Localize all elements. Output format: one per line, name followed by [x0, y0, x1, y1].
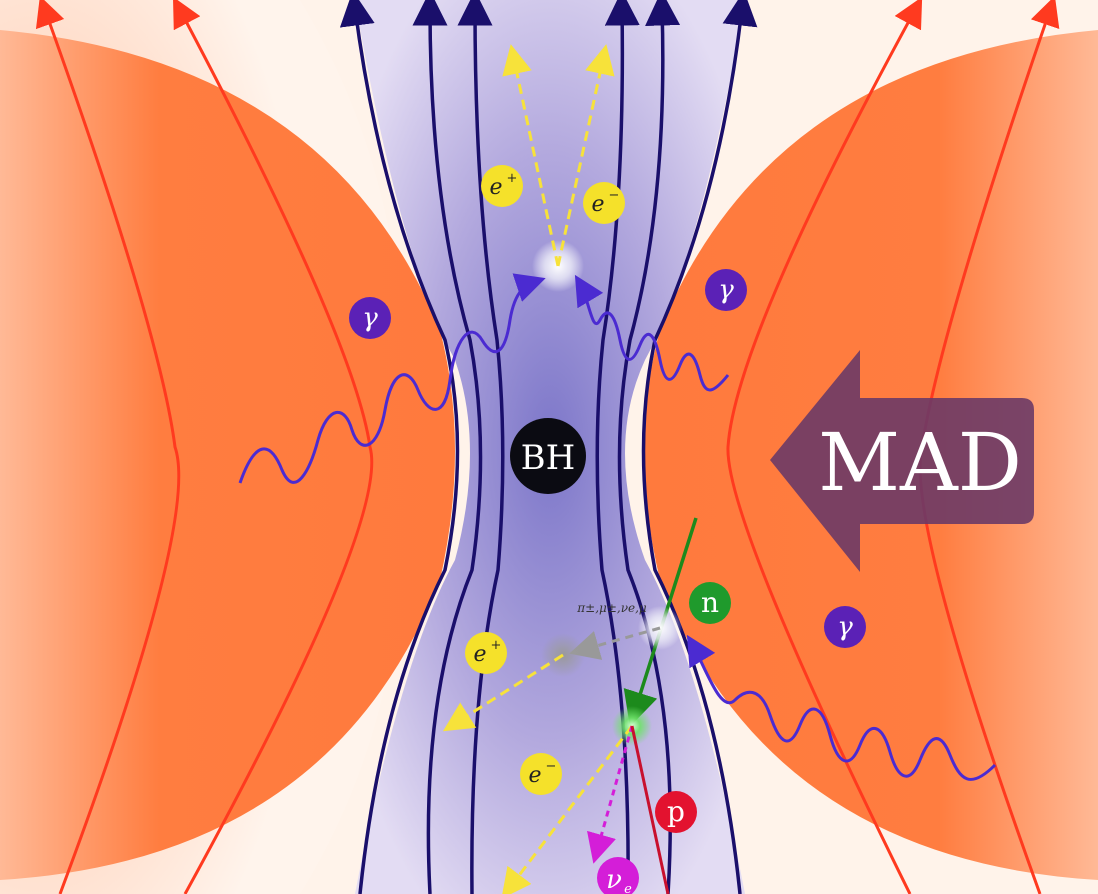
photon-label: γ — [837, 612, 853, 642]
electron-badge-lower: e − — [520, 753, 562, 795]
photon-wave-lower-right — [686, 634, 997, 781]
svg-text:e: e — [591, 192, 604, 217]
svg-text:e: e — [489, 175, 502, 200]
funnel-field-lines — [339, 0, 758, 894]
inflow-arrow-icon: MAD — [770, 350, 1034, 572]
decay-products-label: π±,μ±,νe,μ — [576, 601, 647, 615]
positron-track — [502, 44, 560, 267]
svg-text:e: e — [624, 882, 632, 894]
electron-badge-top: e − — [583, 182, 625, 224]
svg-text:n: n — [701, 586, 719, 619]
svg-text:p: p — [667, 795, 685, 828]
svg-text:+: + — [507, 171, 518, 186]
electron-track — [556, 44, 615, 267]
positron-track-lower — [442, 653, 564, 732]
black-hole-icon: BH — [510, 418, 586, 494]
photon-wave-right — [574, 274, 730, 392]
positron-badge-top: e + — [481, 165, 523, 207]
positron-badge-lower: e + — [465, 632, 507, 674]
electron-track-lower — [501, 725, 634, 894]
hadronic-cascade — [442, 517, 698, 894]
svg-text:+: + — [491, 638, 502, 653]
svg-text:e: e — [528, 763, 541, 788]
photon-badge-lower-right: γ — [824, 606, 866, 648]
mad-label: MAD — [818, 416, 1022, 509]
svg-text:−: − — [546, 759, 557, 774]
neutrino-badge: ν e — [597, 857, 639, 894]
photon-badge-right: γ — [705, 269, 747, 311]
photon-badge-left: γ — [349, 297, 391, 339]
proton-track — [630, 725, 670, 894]
photon-wave-left — [238, 273, 546, 484]
photon-label: γ — [718, 275, 734, 305]
black-hole-label: BH — [521, 438, 576, 478]
accretion-disk-left — [0, 30, 455, 880]
field-lines-left — [35, 0, 374, 894]
neutron-badge: n — [689, 582, 731, 624]
photon-label: γ — [362, 303, 378, 333]
pion-track — [569, 626, 661, 660]
svg-text:−: − — [609, 188, 620, 203]
proton-badge: p — [655, 791, 697, 833]
neutrino-track — [587, 725, 634, 864]
svg-text:e: e — [473, 642, 486, 667]
svg-text:ν: ν — [606, 865, 622, 894]
